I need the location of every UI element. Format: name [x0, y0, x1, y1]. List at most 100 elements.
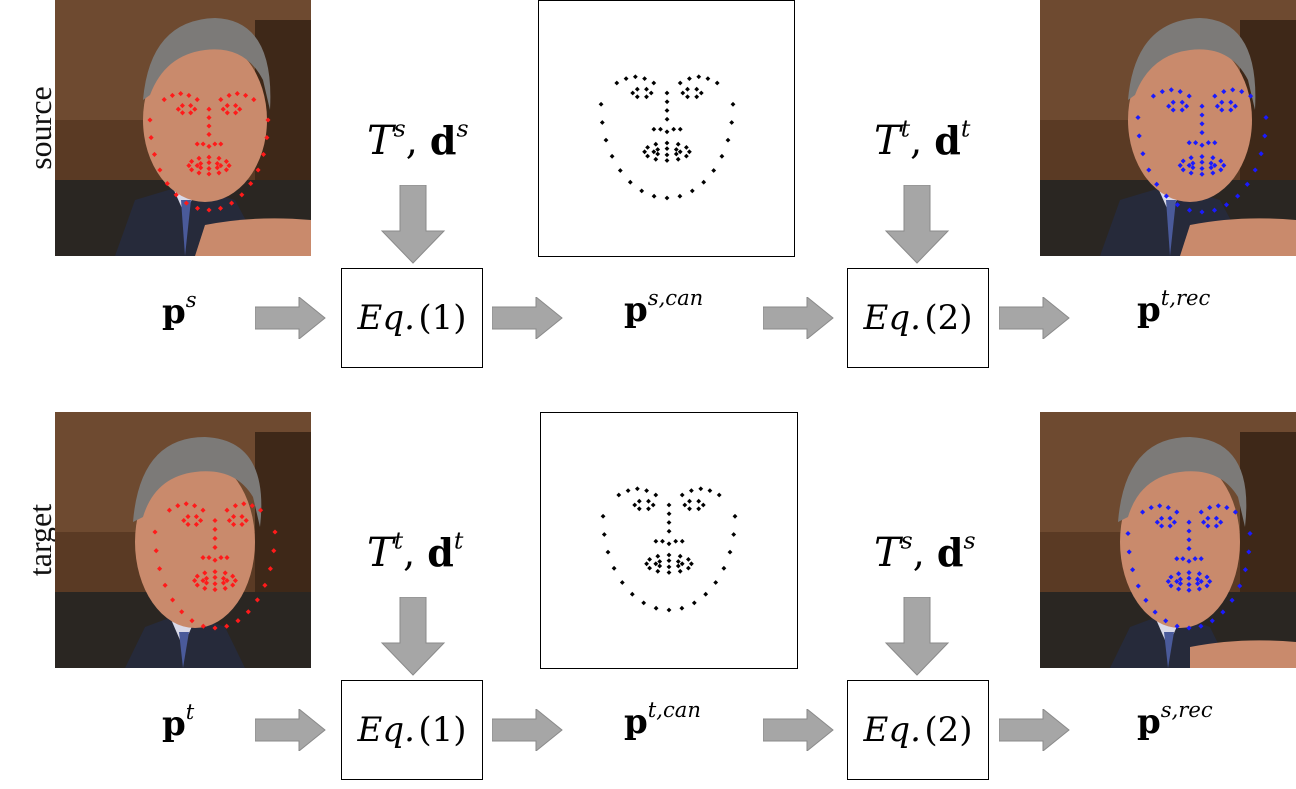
canonical-landmark-point	[677, 149, 683, 155]
canonical-landmark-point	[694, 94, 700, 100]
canonical-landmark-point	[688, 488, 694, 494]
landmark-point	[198, 517, 204, 524]
canonical-landmark-point	[666, 502, 672, 508]
down-arrow-1-target	[380, 597, 446, 676]
landmark-point	[1239, 89, 1245, 95]
canonical-landmark-point	[675, 141, 681, 147]
canonical-landmark-point	[644, 86, 649, 92]
canonical-landmark-point	[664, 195, 670, 201]
canonical-landmark-point	[701, 179, 707, 185]
canonical-landmark-point	[614, 80, 620, 86]
canonical-landmark-point	[716, 492, 722, 498]
canonical-landmark-point	[599, 120, 605, 125]
landmark-point	[251, 97, 257, 103]
landmark-point	[1208, 160, 1214, 166]
landmark-point	[216, 170, 222, 176]
canonical-landmark-point	[694, 86, 700, 92]
canonical-landmark-point	[630, 90, 636, 96]
canonical-landmark-point	[644, 488, 650, 494]
landmark-point	[212, 141, 218, 147]
landmark-point	[1246, 549, 1252, 555]
canonical-landmark-point	[680, 90, 686, 96]
landmark-point	[1146, 167, 1152, 173]
eq1-box-target: Eq. (1)	[341, 680, 483, 780]
canonical-landmark-point	[646, 506, 651, 512]
canonical-landmark-point	[677, 193, 683, 199]
canonical-landmark-point	[664, 116, 670, 122]
canonical-landmark-point	[666, 607, 672, 613]
canonical-landmark-point	[657, 563, 663, 569]
canonical-landmark-point	[721, 565, 727, 571]
canonical-landmark-point	[719, 153, 725, 159]
canonical-landmark-point	[645, 153, 651, 159]
canonical-landmark-point	[679, 561, 685, 567]
landmark-point	[200, 507, 206, 513]
landmark-point	[169, 92, 175, 98]
landmark-point	[186, 92, 192, 98]
canonical-landmark-point	[725, 137, 731, 143]
canonical-landmarks-box-target	[540, 412, 798, 669]
canonical-landmark-point	[675, 559, 681, 564]
canonical-landmark-point	[636, 498, 642, 504]
landmark-point	[1212, 93, 1218, 99]
landmark-point	[241, 501, 247, 507]
landmark-point	[1228, 107, 1234, 113]
landmark-point	[217, 205, 224, 211]
landmark-point	[1180, 158, 1186, 164]
landmark-point	[1230, 87, 1236, 93]
canonical-landmark-point	[696, 498, 702, 504]
canonical-landmark-point	[675, 156, 681, 162]
canonical-landmark-point	[731, 532, 737, 537]
canonical-landmark-point	[611, 565, 617, 571]
landmark-point	[1176, 586, 1182, 592]
canonical-landmark-point	[689, 188, 695, 194]
canonical-landmark-point	[627, 179, 633, 185]
row-label-target: target	[22, 503, 58, 577]
canonical-landmark-point	[729, 120, 735, 125]
landmark-point	[1179, 99, 1185, 105]
canonical-landmark-point	[655, 568, 661, 574]
landmark-point	[206, 143, 212, 149]
landmark-point	[206, 555, 212, 561]
right-arrow-3-source	[763, 297, 834, 339]
canonical-landmark-point	[664, 158, 670, 163]
canonical-landmark-point	[664, 99, 670, 105]
canonical-landmark-point	[634, 486, 640, 492]
canonical-landmark-point	[688, 561, 694, 567]
landmark-point	[255, 167, 261, 173]
canonical-landmark-point	[677, 568, 683, 574]
landmark-point	[1168, 574, 1174, 580]
row-label-source: source	[22, 86, 58, 170]
source-red-landmarks	[147, 91, 271, 213]
landmark-point	[1228, 99, 1234, 105]
canonical-landmark-point	[666, 564, 672, 570]
landmark-point	[1186, 93, 1192, 99]
landmark-point	[1219, 99, 1225, 105]
canonical-landmark-point	[651, 126, 657, 132]
canonical-landmark-point	[679, 605, 685, 611]
landmark-point	[206, 154, 212, 160]
canonical-landmark-point	[677, 126, 683, 132]
canonical-landmark-point	[636, 506, 642, 512]
canonical-landmark-point	[687, 498, 692, 504]
canonical-landmark-point	[623, 76, 629, 82]
landmark-point	[189, 158, 195, 164]
landmark-point	[1174, 578, 1180, 584]
canonical-landmark-point	[730, 101, 736, 107]
canonical-landmark-point	[651, 149, 657, 155]
params-1-source: Ts, ds	[367, 114, 469, 164]
source-face-photo	[55, 0, 311, 256]
canonical-landmarks-box-source	[538, 0, 795, 257]
landmark-point	[1212, 140, 1218, 146]
canonical-landmark-point	[700, 502, 706, 508]
canonical-landmark-point	[685, 86, 690, 92]
landmark-point	[206, 131, 212, 137]
canonical-landmark-point	[655, 147, 661, 152]
canonical-landmark-point	[600, 513, 606, 519]
landmark-point	[271, 548, 277, 554]
canonical-landmark-point	[666, 528, 672, 534]
canonical-landmark-point	[651, 80, 657, 86]
canonical-landmark-point	[634, 94, 640, 100]
landmark-point	[1174, 509, 1180, 515]
canonical-landmark-point	[641, 600, 647, 606]
